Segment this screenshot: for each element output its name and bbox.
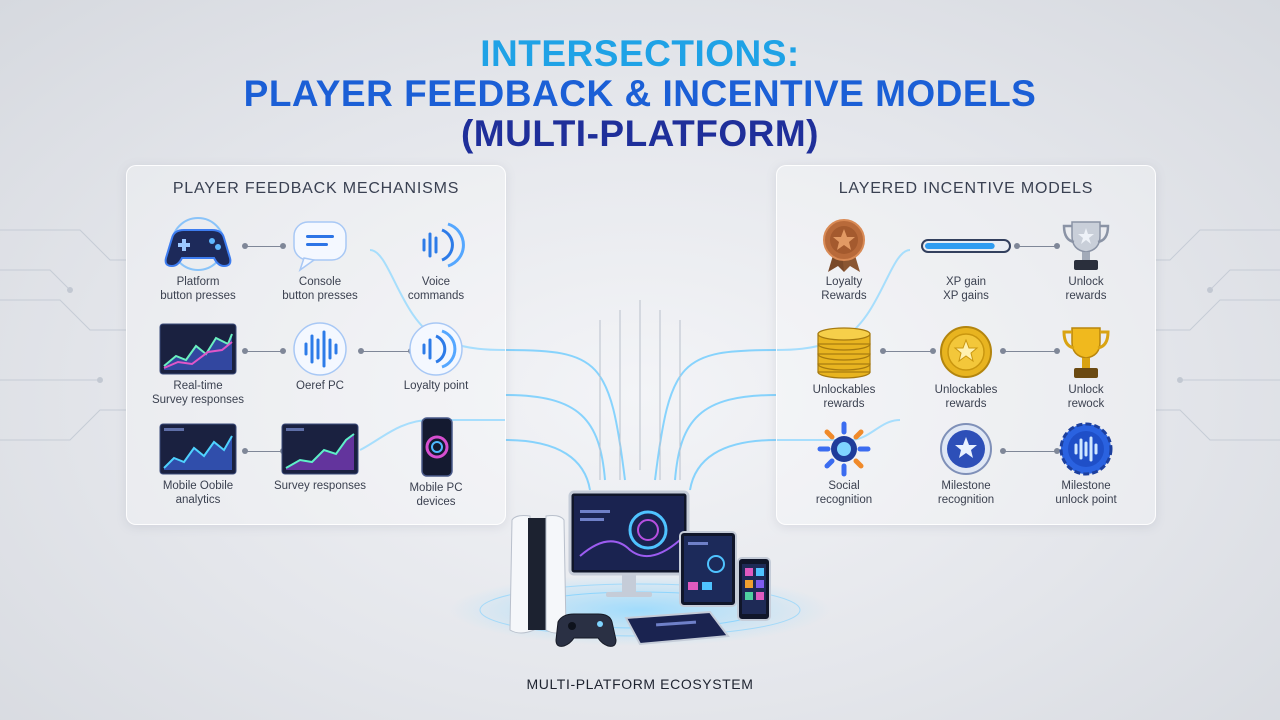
footer-label: MULTI-PLATFORM ECOSYSTEM (526, 676, 754, 692)
node-label: recognition (815, 494, 873, 506)
panel-title: LAYERED INCENTIVE MODELS (838, 180, 1094, 197)
gamepad-icon (555, 613, 617, 647)
incentive-node-loyalty[interactable]: Loyalty Rewards (789, 216, 899, 302)
node-label: button presses (160, 290, 236, 302)
bronze-medal-icon (804, 216, 884, 274)
title-line-2: PLAYER FEEDBACK & INCENTIVE MODELS (243, 73, 1037, 114)
gold-coin-icon (926, 324, 1006, 382)
multi-platform-devices (509, 490, 771, 647)
node-label: Loyalty point (403, 380, 469, 392)
node-label: rewards (1065, 290, 1107, 302)
node-label: Mobile Oobile (162, 480, 234, 492)
feedback-node-console[interactable]: Console button presses (265, 216, 375, 302)
console-icon (509, 515, 567, 634)
silver-trophy-icon (1046, 216, 1126, 274)
node-label: unlock point (1055, 494, 1117, 506)
node-label: button presses (282, 290, 358, 302)
gold-trophy-icon (1046, 324, 1126, 382)
node-label: rewards (945, 398, 987, 410)
node-label: Social (828, 480, 860, 492)
node-label: rewock (1067, 398, 1105, 410)
node-label: Mobile PC (409, 482, 463, 494)
connector-arrow (1000, 348, 1060, 354)
title-line-1: INTERSECTIONS: (480, 33, 800, 74)
page-title: INTERSECTIONS: PLAYER FEEDBACK & INCENTI… (0, 34, 1280, 154)
node-label: Unlockables (934, 384, 998, 396)
feedback-node-pc[interactable]: Oeref PC (265, 320, 375, 394)
node-label: Milestone (1061, 480, 1111, 492)
feedback-node-mobile-analytics[interactable]: Mobile Oobile analytics (143, 420, 253, 506)
feedback-node-mobile-pc[interactable]: Mobile PC devices (381, 416, 491, 508)
node-label: Platform (176, 276, 220, 288)
incentive-node-unlockables[interactable]: Unlockables rewards (789, 324, 899, 410)
incentive-node-unlockables-coin[interactable]: Unlockables rewards (911, 324, 1021, 410)
analytics-monitor-icon (158, 420, 238, 478)
node-label: Rewards (821, 290, 867, 302)
gamepad-icon (158, 216, 238, 274)
node-label: Oeref PC (296, 380, 344, 392)
node-label: devices (416, 496, 456, 508)
incentive-node-milestone-unlock[interactable]: Milestone unlock point (1031, 420, 1141, 506)
incentive-node-social[interactable]: Social recognition (789, 420, 899, 506)
shield-gear-icon (1046, 420, 1126, 478)
star-badge-icon (926, 420, 1006, 478)
node-label: Survey responses (273, 480, 367, 492)
node-label: commands (407, 290, 465, 302)
connector-arrow (1000, 448, 1060, 454)
feedback-node-realtime[interactable]: Real-time Survey responses (143, 320, 253, 406)
node-label: Real-time (173, 380, 223, 392)
title-line-3: (MULTI-PLATFORM) (460, 113, 820, 154)
feedback-node-voice[interactable]: Voice commands (381, 216, 491, 302)
feedback-node-loyalty[interactable]: Loyalty point (381, 320, 491, 394)
node-label: analytics (175, 494, 221, 506)
chart-monitor-icon (158, 320, 238, 378)
node-label: Survey responses (151, 394, 245, 406)
xp-bar-icon (916, 216, 1016, 274)
node-label: Unlockables (812, 384, 876, 396)
connector-arrow (242, 348, 286, 354)
smartphone-icon (737, 557, 771, 621)
node-label: Unlock (1068, 384, 1104, 396)
incentive-models-panel: LAYERED INCENTIVE MODELS Loyalty Rewards… (776, 165, 1156, 525)
coin-stack-icon (804, 324, 884, 382)
smartphone-icon (396, 416, 476, 480)
connector-arrow (242, 243, 286, 249)
sound-wave-icon (280, 320, 360, 378)
monitor-icon (568, 490, 690, 597)
voice-wave-icon (396, 320, 476, 378)
flat-tablet-icon (624, 610, 730, 646)
node-label: XP gains (943, 290, 989, 302)
gear-badge-icon (804, 420, 884, 478)
incentive-node-milestone-recognition[interactable]: Milestone recognition (911, 420, 1021, 506)
voice-wave-icon (396, 216, 476, 274)
node-label: Voice (421, 276, 451, 288)
panel-title: PLAYER FEEDBACK MECHANISMS (172, 180, 460, 197)
chart-monitor-icon (280, 420, 360, 478)
incentive-node-unlock-rewards[interactable]: Unlock rewards (1031, 216, 1141, 302)
chat-bubble-icon (280, 216, 360, 274)
node-label: recognition (937, 494, 995, 506)
node-label: Unlock (1068, 276, 1104, 288)
incentive-node-unlock-rewock[interactable]: Unlock rewock (1031, 324, 1141, 410)
feedback-node-platform[interactable]: Platform button presses (143, 216, 253, 302)
player-feedback-panel: PLAYER FEEDBACK MECHANISMS Platform butt… (126, 165, 506, 525)
connector-arrow (880, 348, 936, 354)
node-label: Loyalty (825, 276, 863, 288)
node-label: XP gain (945, 276, 987, 288)
node-label: Milestone (941, 480, 991, 492)
incentive-node-xp[interactable]: XP gain XP gains (911, 216, 1021, 302)
connector-arrow (1014, 243, 1060, 249)
node-label: rewards (823, 398, 865, 410)
feedback-node-survey[interactable]: Survey responses (265, 420, 375, 494)
node-label: Console (298, 276, 342, 288)
tablet-icon (679, 531, 737, 607)
